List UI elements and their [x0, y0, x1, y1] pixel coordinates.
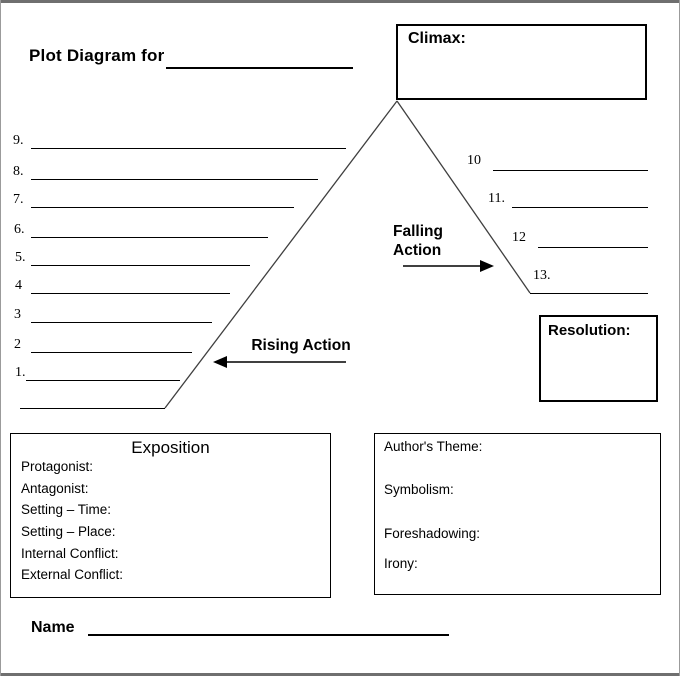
plot-point-number-6: 6.: [14, 222, 25, 237]
exposition-title: Exposition: [131, 438, 210, 457]
plot-point-line-8[interactable]: [31, 179, 318, 180]
plot-point-line-9[interactable]: [31, 148, 346, 149]
resolution-label: Resolution:: [548, 322, 631, 339]
page-title: Plot Diagram for: [29, 46, 165, 65]
climax-box[interactable]: Climax:: [396, 24, 647, 100]
plot-point-line-1[interactable]: [26, 380, 180, 381]
top-edge-bar: [1, 0, 679, 3]
plot-point-line-5[interactable]: [31, 265, 250, 266]
exposition-box[interactable]: Exposition Protagonist: Antagonist: Sett…: [10, 433, 331, 598]
exposition-field-internal-conflict: Internal Conflict:: [21, 546, 119, 561]
resolution-box[interactable]: Resolution:: [539, 315, 658, 402]
plot-point-number-1: 1.: [15, 365, 26, 380]
rising-action-arrow-icon: [213, 356, 346, 368]
name-label: Name: [31, 619, 75, 636]
rising-action-label: Rising Action: [251, 337, 351, 354]
plot-point-number-10: 10: [467, 153, 481, 168]
bottom-edge-bar: [1, 673, 679, 676]
plot-point-number-13: 13.: [533, 268, 551, 283]
exposition-field-antagonist: Antagonist:: [21, 481, 89, 496]
plot-point-number-7: 7.: [13, 192, 24, 207]
plot-point-number-12: 12: [512, 230, 526, 245]
plot-point-line-12[interactable]: [538, 247, 648, 248]
plot-point-line-13[interactable]: [530, 293, 648, 294]
field-irony: Irony:: [384, 556, 418, 571]
plot-point-line-3[interactable]: [31, 322, 212, 323]
falling-action-diagonal-line: [396, 100, 531, 294]
literary-elements-box[interactable]: Author's Theme: Symbolism: Foreshadowing…: [374, 433, 661, 595]
falling-action-label: Falling Action: [393, 223, 443, 259]
exposition-field-protagonist: Protagonist:: [21, 459, 94, 474]
plot-point-number-5: 5.: [15, 250, 26, 265]
plot-point-line-7[interactable]: [31, 207, 294, 208]
plot-point-number-4: 4: [15, 278, 22, 293]
field-symbolism: Symbolism:: [384, 482, 454, 497]
climax-label: Climax:: [408, 30, 466, 47]
plot-point-line-6[interactable]: [31, 237, 268, 238]
exposition-field-setting-place: Setting – Place:: [21, 524, 116, 539]
plot-point-number-9: 9.: [13, 133, 24, 148]
field-authors-theme: Author's Theme:: [384, 439, 483, 454]
plot-point-number-3: 3: [14, 307, 21, 322]
plot-point-number-11: 11.: [488, 191, 505, 206]
plot-point-line-4[interactable]: [31, 293, 230, 294]
plot-point-line-10[interactable]: [493, 170, 648, 171]
plot-point-number-8: 8.: [13, 164, 24, 179]
exposition-field-external-conflict: External Conflict:: [21, 567, 124, 582]
falling-action-arrow-icon: [403, 260, 494, 272]
name-fill-in-line[interactable]: [88, 618, 449, 636]
plot-point-line-11[interactable]: [512, 207, 648, 208]
title-fill-in-line[interactable]: [166, 49, 353, 69]
field-foreshadowing: Foreshadowing:: [384, 526, 481, 541]
exposition-field-setting-time: Setting – Time:: [21, 502, 112, 517]
plot-baseline-blank-line[interactable]: [20, 408, 165, 409]
plot-point-line-2[interactable]: [31, 352, 192, 353]
plot-point-number-2: 2: [14, 337, 21, 352]
